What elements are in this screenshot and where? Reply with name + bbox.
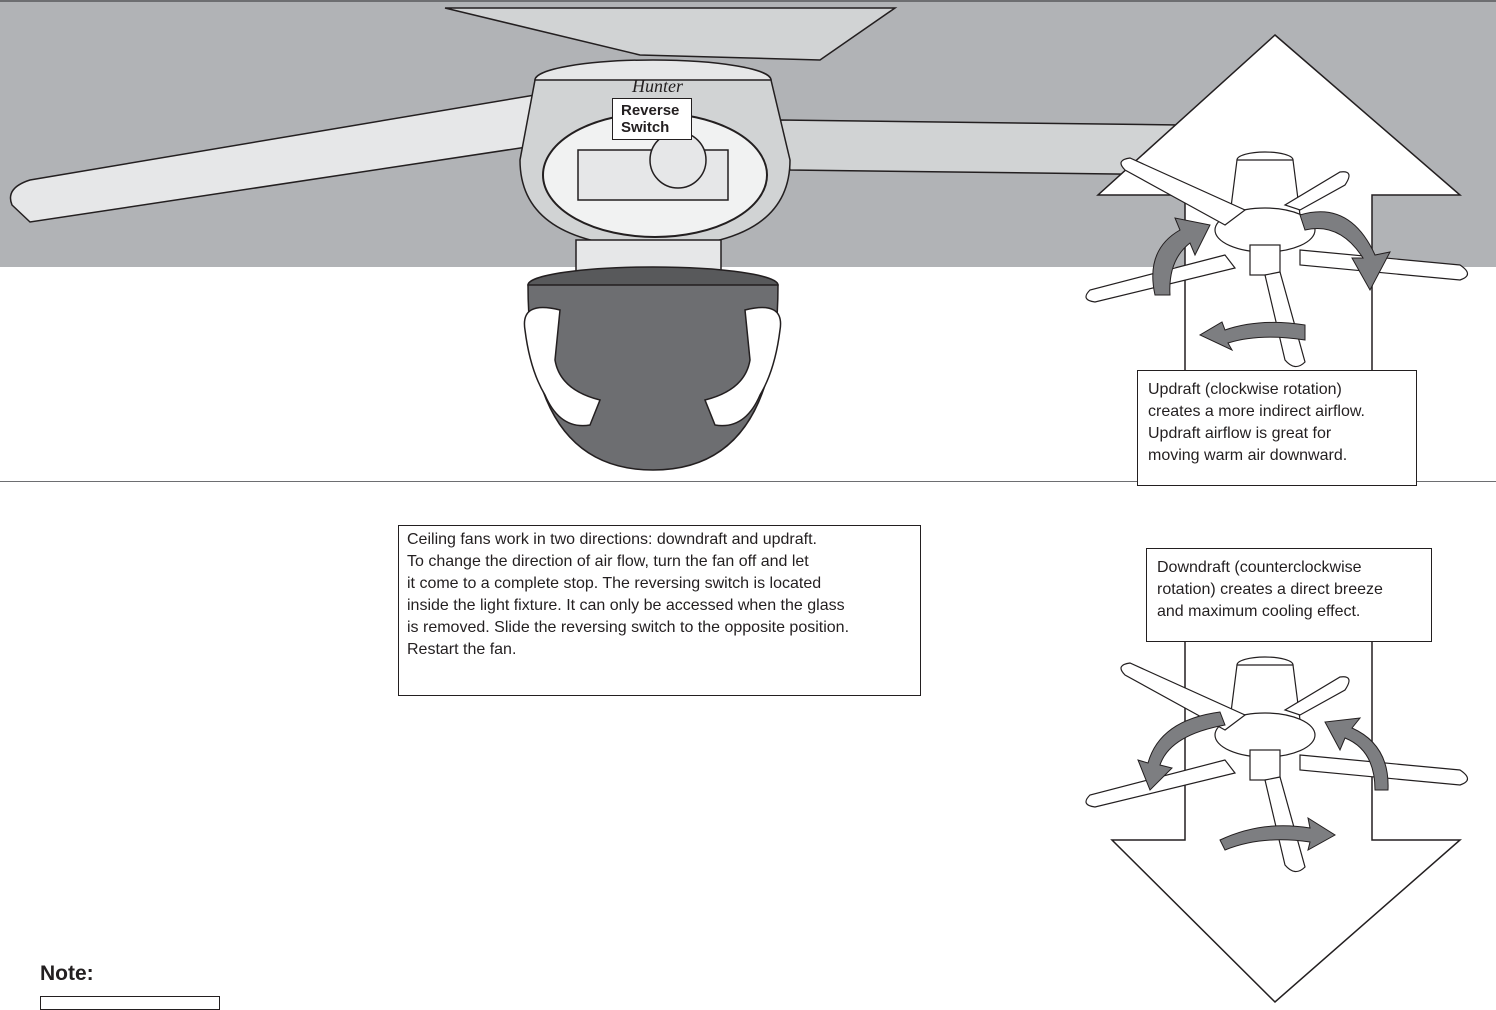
switch-knob <box>650 132 706 188</box>
updraft-caption: Updraft (clockwise rotation) creates a m… <box>1137 370 1417 486</box>
fan-blade-back-left <box>445 8 895 60</box>
downdraft-rotation-arrow-right <box>1325 718 1388 790</box>
note-box <box>40 996 220 1010</box>
instructions-text: Ceiling fans work in two directions: dow… <box>398 525 921 696</box>
glass-dome <box>528 285 778 470</box>
downdraft-fan <box>1086 657 1468 872</box>
fan-blade-left <box>10 95 540 222</box>
note-heading: Note: <box>40 962 94 986</box>
hunter-logo: Hunter <box>631 76 684 96</box>
downdraft-caption: Downdraft (counterclockwise rotation) cr… <box>1146 548 1432 642</box>
downdraft-rotation-arrow-bottom <box>1220 818 1335 850</box>
downdraft-rotation-arrow-left <box>1138 712 1225 790</box>
reverse-switch-label: Reverse Switch <box>612 98 692 140</box>
